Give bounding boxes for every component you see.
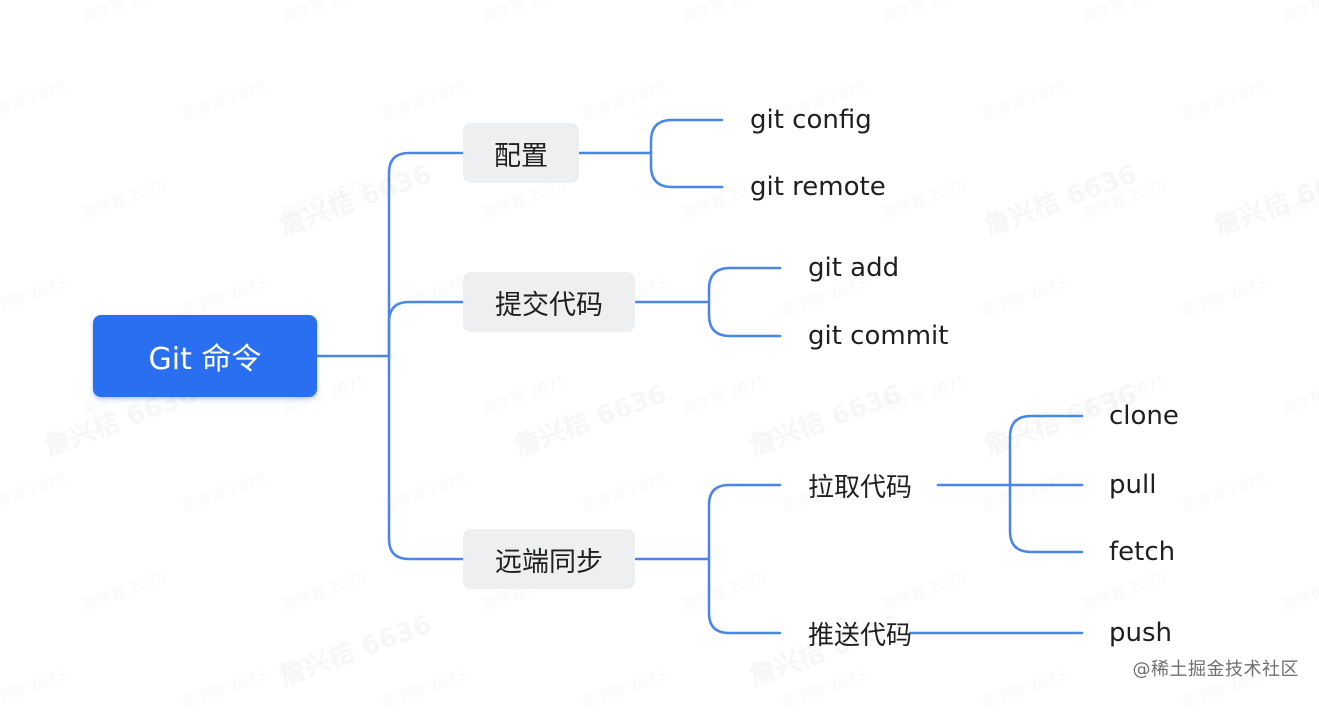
node-config[interactable]: 配置 <box>463 123 579 183</box>
link-commit-0 <box>707 266 782 304</box>
link-pull-2 <box>1008 483 1084 554</box>
node-fetch[interactable]: fetch <box>1109 537 1176 567</box>
link-trunk-sync <box>387 354 465 561</box>
node-push[interactable]: push <box>1109 618 1173 648</box>
root-node[interactable]: Git 命令 <box>93 315 317 397</box>
node-git-remote[interactable]: git remote <box>750 172 886 202</box>
node-pull[interactable]: pull <box>1109 470 1157 500</box>
node-git-add[interactable]: git add <box>808 253 900 283</box>
node-push-code[interactable]: 推送代码 <box>808 620 913 651</box>
link-config-1 <box>649 151 724 189</box>
node-remote-sync[interactable]: 远端同步 <box>463 529 635 589</box>
node-commit-code[interactable]: 提交代码 <box>463 272 635 332</box>
link-sync-push <box>707 557 782 635</box>
link-config-0 <box>649 118 724 155</box>
source-credit: @稀土掘金技术社区 <box>1132 659 1299 680</box>
link-trunk-commit <box>387 300 465 358</box>
link-pull-0 <box>1008 414 1084 487</box>
link-sync-pull <box>707 483 782 561</box>
link-commit-1 <box>707 300 782 338</box>
node-pull-code[interactable]: 拉取代码 <box>808 472 913 503</box>
node-git-commit[interactable]: git commit <box>808 321 949 351</box>
link-trunk-config <box>387 151 465 358</box>
node-git-config[interactable]: git config <box>750 105 872 135</box>
node-clone[interactable]: clone <box>1109 401 1179 431</box>
